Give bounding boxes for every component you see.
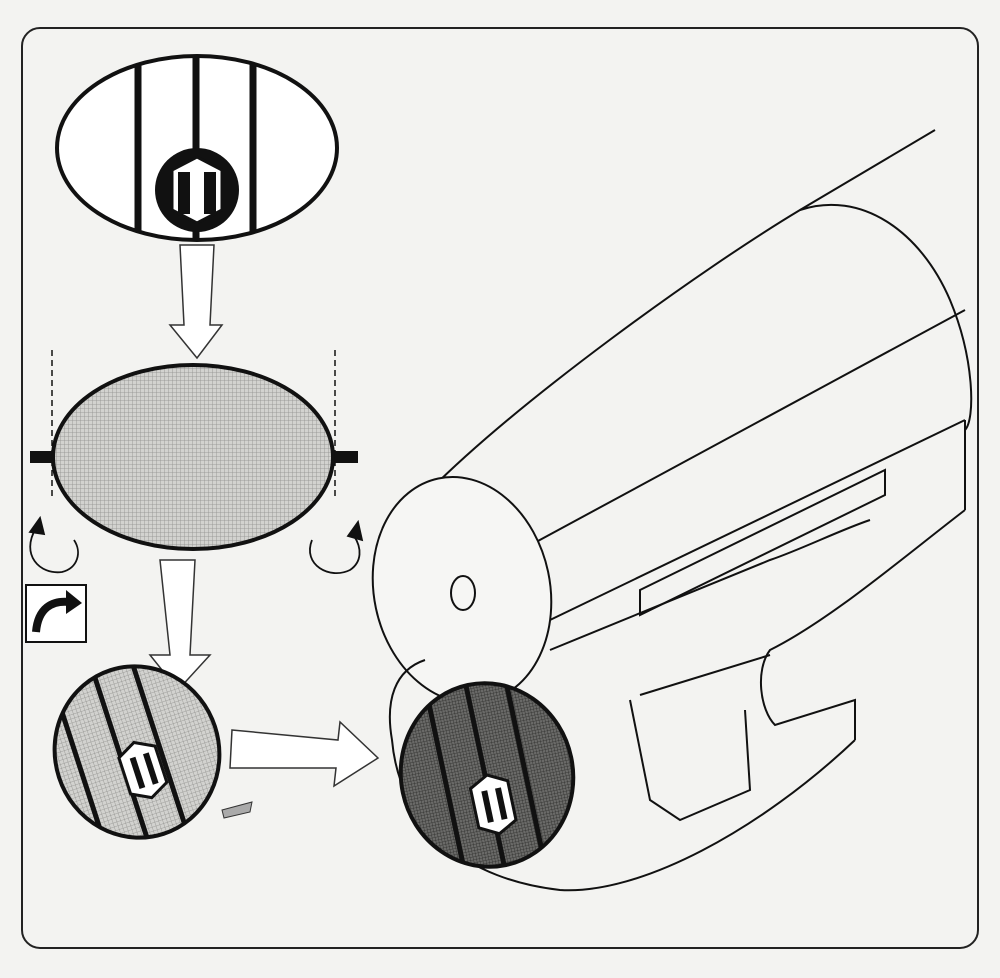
filter-tilted-icon <box>50 656 222 860</box>
frame <box>21 27 979 949</box>
rotate-arrow-icon <box>28 515 364 575</box>
rotate-arrow-icon-box <box>25 584 87 643</box>
arrow-right-icon <box>229 720 380 788</box>
filter-mesh-icon <box>30 350 358 551</box>
arrow-down-icon <box>148 559 212 692</box>
arrow-down-icon <box>168 244 224 360</box>
filter-grille-icon <box>55 54 339 242</box>
installed-filter-icon <box>398 667 576 883</box>
hair-dryer-icon <box>371 129 973 892</box>
